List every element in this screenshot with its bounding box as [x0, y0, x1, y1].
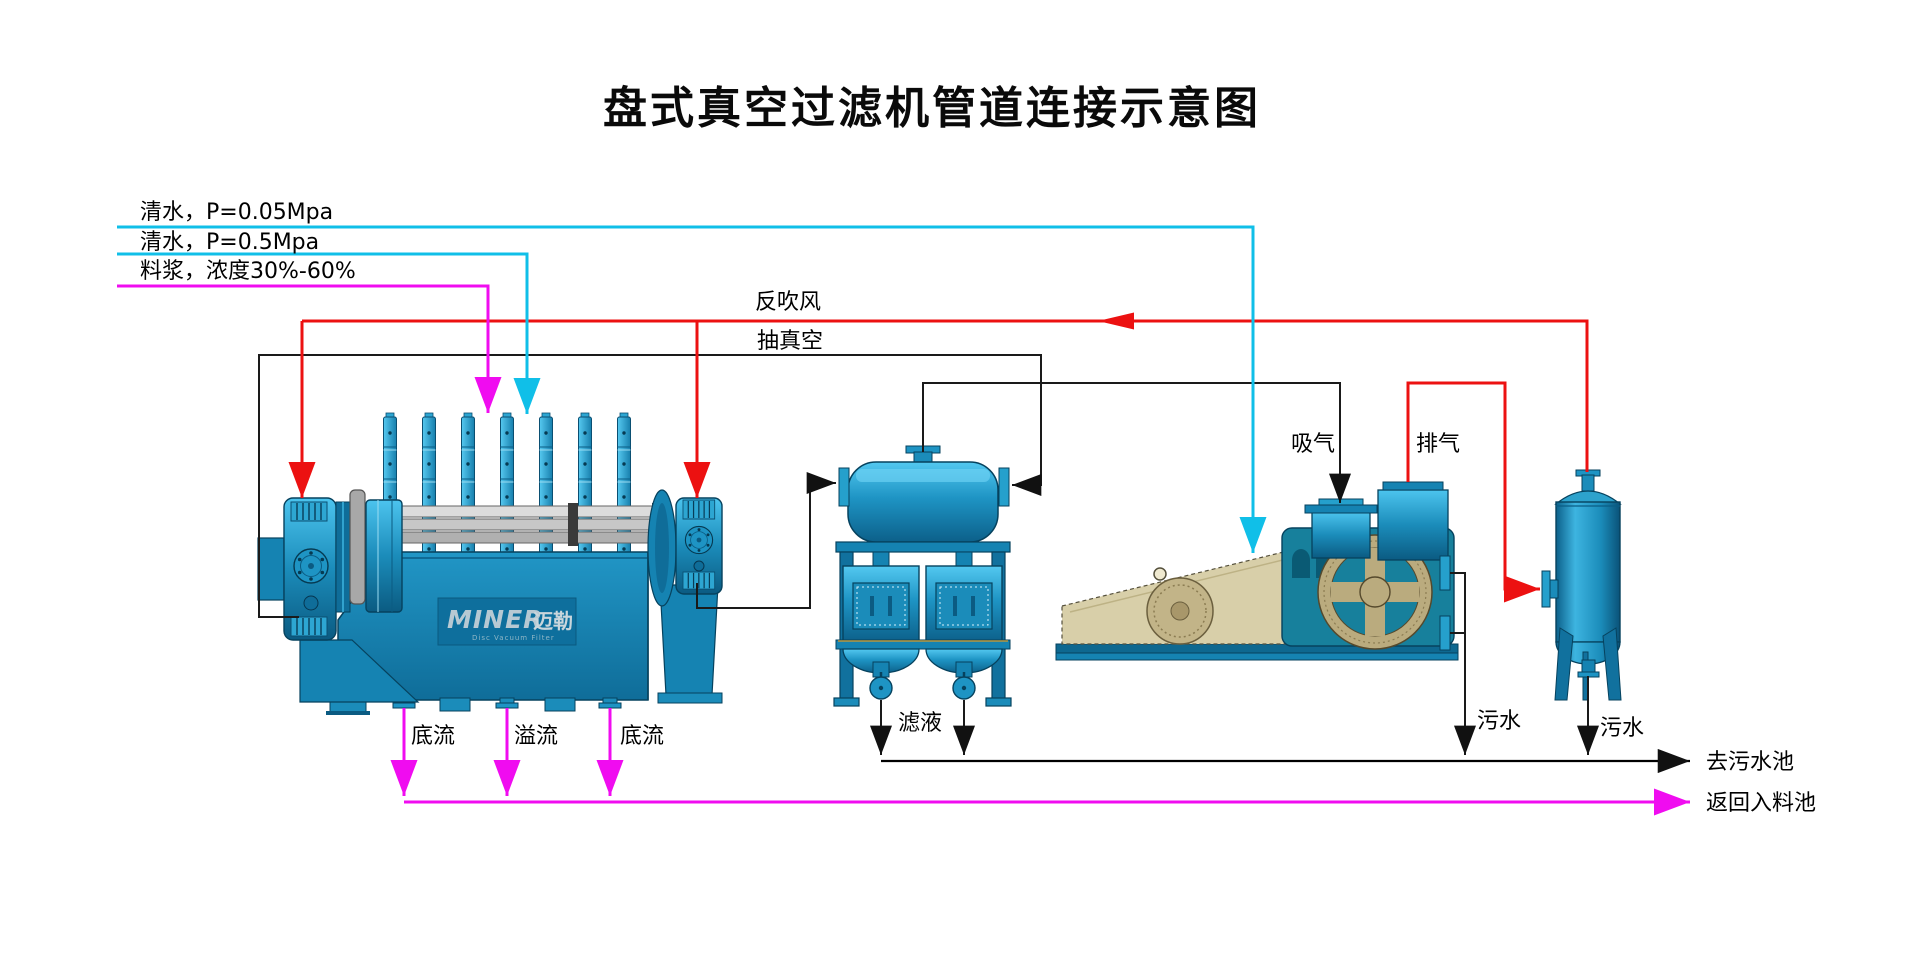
label-pump-sewage: 污水	[1477, 709, 1522, 734]
label-filtrate: 滤液	[898, 711, 943, 736]
label-clean-water-low: 清水，P=0.05Mpa	[140, 200, 334, 225]
pipe-slurry-feed	[117, 284, 502, 413]
label-underflow-left: 底流	[411, 724, 456, 749]
pipe-vacuum-left-valve-to-receiver	[258, 354, 1042, 618]
filtrate-receiver-illustration	[833, 445, 1012, 707]
pump-flywheel	[1317, 534, 1433, 650]
label-suction: 吸气	[1291, 432, 1336, 457]
page-title: 盘式真空过滤机管道连接示意图	[603, 83, 1261, 134]
vacuum-pump-illustration	[1055, 481, 1459, 661]
filter-bottom-nozzles	[326, 697, 622, 715]
receiver-left-nozzle	[838, 467, 850, 507]
pipe-pump-drain-sewage	[1450, 572, 1476, 756]
pump-drain-nozzle-upper	[1439, 555, 1451, 591]
pump-motor	[1146, 577, 1214, 645]
pipe-receiver-to-pump-suction	[922, 382, 1351, 503]
blowback-flow-arrow	[1098, 312, 1134, 330]
filter-right-valve-head	[647, 489, 723, 704]
disc-vacuum-filter-illustration: MINER 迈勒 Disc Vacuum Filter	[257, 412, 723, 715]
brand-text-en: MINER	[447, 605, 543, 634]
pipe-clean-water-05mpa	[117, 252, 541, 414]
brand-text-cn: 迈勒	[533, 609, 573, 633]
label-blowback-air: 反吹风	[755, 290, 822, 315]
motor-eyebolt	[1153, 567, 1167, 581]
label-vacuum: 抽真空	[757, 329, 824, 354]
pipe-blowback-main	[302, 319, 1589, 472]
filter-brand-plate: MINER 迈勒 Disc Vacuum Filter	[437, 597, 577, 646]
label-overflow: 溢流	[514, 724, 559, 749]
label-slurry: 料浆，浓度30%-60%	[140, 259, 356, 284]
pump-suction-box	[1304, 498, 1378, 559]
label-to-sewage-pool: 去污水池	[1706, 750, 1795, 775]
gas-liquid-separator-illustration	[1541, 469, 1622, 701]
pipe-vacuum-right-valve-to-receiver	[696, 472, 837, 609]
separator-shell	[1555, 501, 1621, 643]
separator-inlet-nozzle	[1541, 570, 1551, 608]
pipe-clean-water-005mpa	[117, 225, 1267, 553]
pump-exhaust-box	[1377, 481, 1449, 561]
label-return-to-feed-pool: 返回入料池	[1706, 791, 1817, 816]
label-separator-sewage: 污水	[1600, 716, 1645, 741]
label-exhaust: 排气	[1416, 432, 1461, 457]
brand-text-sub: Disc Vacuum Filter	[472, 634, 555, 642]
label-underflow-right: 底流	[620, 724, 665, 749]
receiver-right-nozzle	[998, 467, 1010, 507]
filter-left-valve-head	[257, 489, 420, 703]
pump-drain-nozzle-lower	[1439, 615, 1451, 651]
label-clean-water-high: 清水，P=0.5Mpa	[140, 230, 320, 255]
pipe-pump-exhaust-to-separator	[1406, 381, 1540, 603]
